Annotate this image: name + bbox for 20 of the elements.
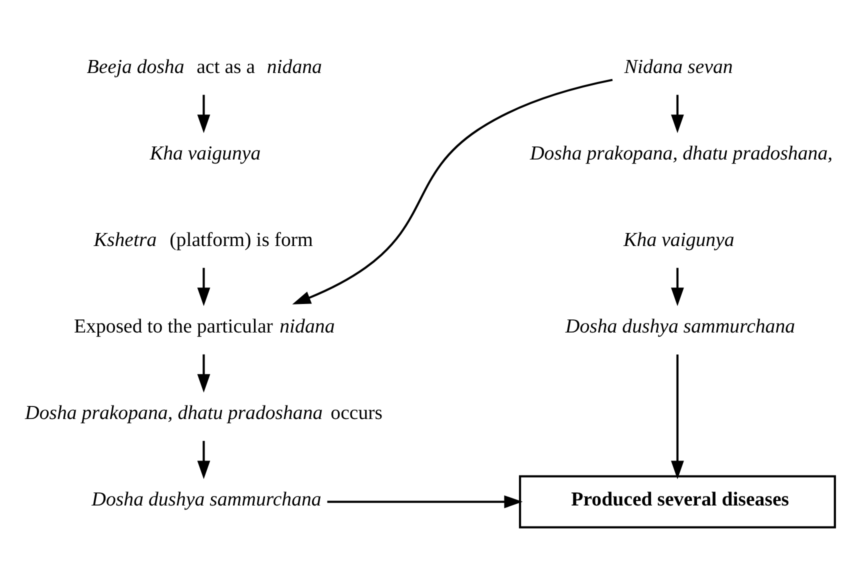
arrow (327, 494, 523, 508)
arrow (671, 354, 684, 479)
node-text: Dosha prakopana, dhatu pradoshana, (530, 142, 833, 164)
arrow (292, 78, 613, 304)
arrow (671, 94, 684, 133)
node-text: Kha vaigunya (624, 228, 734, 251)
arrow (197, 94, 210, 133)
node-text: Dosha dushya sammurchana (92, 488, 322, 510)
node-text: Dosha prakopana, dhatu pradoshana occurs (25, 402, 382, 424)
node-text: Kha vaigunya (150, 142, 261, 164)
arrow (197, 354, 210, 392)
node-text: Exposed to the particular nidana (74, 315, 335, 338)
arrow (671, 267, 684, 306)
arrow (197, 267, 210, 306)
node-text: Kshetra (platform) is form (94, 228, 313, 251)
node-box: Produced several diseases (518, 474, 836, 528)
node-text: Nidana sevan (624, 56, 733, 78)
node-text: Beeja dosha act as a nidana (86, 56, 322, 78)
node-text: Dosha dushya sammurchana (565, 315, 796, 338)
arrow (197, 440, 210, 479)
